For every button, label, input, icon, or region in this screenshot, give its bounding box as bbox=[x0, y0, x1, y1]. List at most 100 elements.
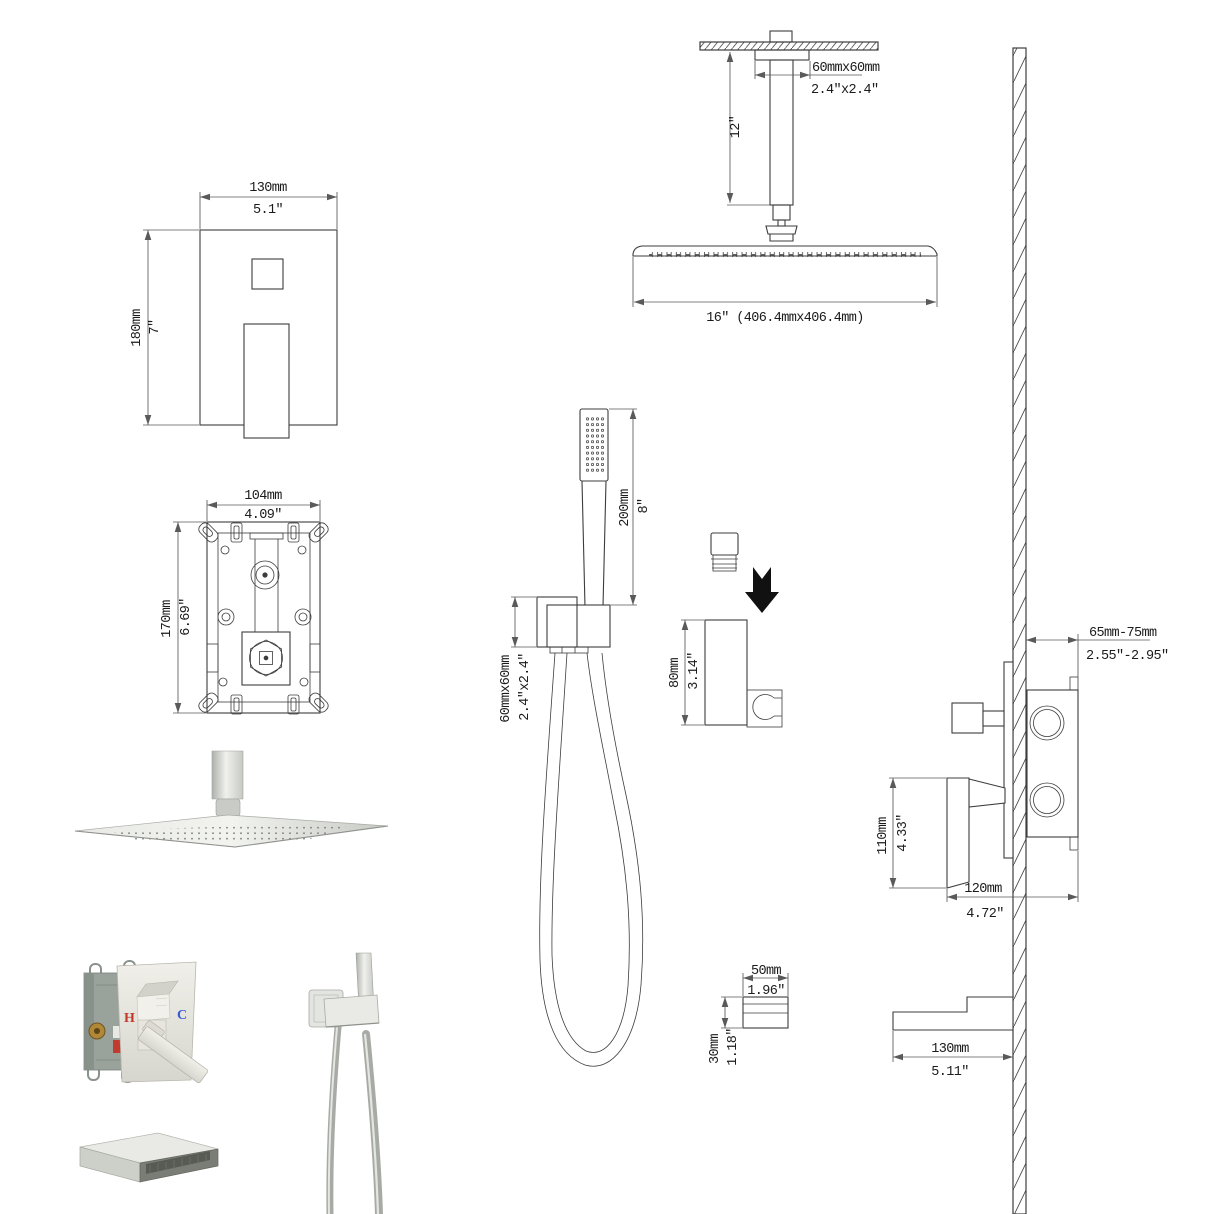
render-elbow-shade bbox=[325, 1022, 380, 1028]
ceiling-shower-head-view: 60mmx60mm 2.4″x2.4″ 12″ 16″ (406.4mmx406… bbox=[632, 30, 938, 326]
dim-roughin-height bbox=[173, 521, 206, 714]
cold-label: C bbox=[177, 1008, 187, 1023]
side-ports bbox=[206, 643, 321, 673]
spout-height-mm-label: 30mm bbox=[708, 1034, 723, 1065]
hose-loop bbox=[539, 652, 644, 1067]
button-side bbox=[951, 702, 984, 734]
top-channel bbox=[249, 532, 284, 632]
dim-handshower-length bbox=[609, 408, 637, 606]
flange-in-label: 2.4″x2.4″ bbox=[811, 83, 879, 98]
spout-channel-ridges bbox=[149, 1154, 207, 1173]
trim-height-mm-label: 180mm bbox=[130, 309, 145, 347]
roughin-width-in-label: 4.09″ bbox=[244, 508, 282, 523]
spout-front-view: 50mm 1.96″ 30mm 1.18″ bbox=[708, 964, 789, 1066]
render-arm-nut bbox=[215, 798, 241, 817]
spout-height-in-label: 1.18″ bbox=[726, 1028, 741, 1066]
corner-hooks bbox=[198, 522, 329, 713]
spout-side-view: 130mm 5.11″ bbox=[892, 996, 1014, 1080]
trim-plate-side bbox=[1003, 661, 1014, 859]
spout-front-lines bbox=[743, 1003, 788, 1014]
handshower-length-mm-label: 200mm bbox=[618, 489, 633, 527]
render-head-edge bbox=[74, 825, 389, 848]
holder-height-mm-label: 80mm bbox=[668, 658, 683, 689]
lever-handle bbox=[243, 323, 290, 439]
render-elbow bbox=[323, 994, 380, 1028]
shower-arm bbox=[769, 59, 794, 206]
roughin-height-in-label: 6.69″ bbox=[179, 598, 194, 636]
diverter-button bbox=[251, 258, 284, 290]
hose-connectors bbox=[549, 646, 589, 654]
box-label-white bbox=[113, 1026, 122, 1038]
hose-connector-part bbox=[710, 532, 739, 572]
lever-arm-side bbox=[968, 778, 1006, 808]
spout-width-mm-label: 50mm bbox=[751, 964, 782, 979]
assembly-arrow-icon bbox=[745, 567, 779, 613]
handshower-handle bbox=[581, 480, 607, 608]
render-hose-strand-left-hl bbox=[327, 1026, 338, 1214]
wall-section bbox=[1012, 47, 1027, 1214]
roughin-height-mm-label: 170mm bbox=[160, 600, 175, 638]
render-arm bbox=[211, 750, 244, 800]
head-size-label: 16″ (406.4mmx406.4mm) bbox=[706, 311, 864, 326]
dim-holder-height bbox=[681, 619, 704, 726]
spout-channel-floor bbox=[146, 1151, 210, 1174]
dim-flange bbox=[754, 61, 862, 79]
rough-in-valve-view: 104mm 4.09″ 170mm 6.69″ bbox=[160, 489, 329, 715]
valve-box-outer bbox=[206, 521, 321, 714]
dim-head-size bbox=[632, 257, 938, 307]
handshower-spray-face bbox=[584, 416, 604, 472]
box-label-red bbox=[113, 1040, 122, 1053]
handle-mm-label: 110mm bbox=[876, 817, 891, 855]
spout-length-mm-label: 130mm bbox=[931, 1042, 969, 1057]
valve-trim-render: H C bbox=[83, 960, 209, 1084]
spout-width-in-label: 1.96″ bbox=[747, 984, 785, 999]
ceiling-shower-render bbox=[74, 750, 389, 848]
flange-mm-label: 60mmx60mm bbox=[812, 61, 880, 76]
arm-nut bbox=[765, 225, 798, 242]
supply-stub bbox=[769, 30, 793, 43]
dim-spout-height bbox=[721, 996, 742, 1029]
outlet-in-label: 2.4″x2.4″ bbox=[518, 653, 533, 721]
dim-valve-width bbox=[946, 851, 1079, 902]
render-hose-strand-right-hl bbox=[363, 1033, 380, 1214]
holder-height-in-label: 3.14″ bbox=[687, 652, 702, 690]
wall-depth-mm-label: 65mm-75mm bbox=[1089, 626, 1157, 641]
ceiling-section bbox=[699, 41, 879, 51]
head-plate bbox=[632, 245, 938, 257]
valve-width-in-label: 4.72″ bbox=[966, 907, 1004, 922]
trim-height-in-label: 7″ bbox=[148, 319, 163, 334]
hot-label: H bbox=[124, 1011, 135, 1026]
trim-width-in-label: 5.1″ bbox=[253, 203, 283, 218]
render-diverter-button bbox=[136, 980, 179, 1022]
render-lever bbox=[138, 1020, 209, 1084]
dim-trim-width bbox=[199, 192, 338, 229]
handle-in-label: 4.33″ bbox=[896, 814, 911, 852]
valve-side-view: 65mm-75mm 2.55″-2.95″ 110mm 4.33″ 120mm … bbox=[876, 626, 1169, 922]
holder-assembly-view: 80mm 3.14″ bbox=[668, 532, 783, 728]
spout-length-in-label: 5.11″ bbox=[931, 1065, 969, 1080]
button-stem-side bbox=[982, 710, 1005, 727]
hand-shower-view: 200mm 8″ 60mmx60mm 2.4″x2.4″ bbox=[499, 408, 652, 1067]
valve-trim-front-view: 130mm 5.1″ 180mm 7″ bbox=[130, 181, 338, 439]
arm-length-label: 12″ bbox=[729, 116, 744, 139]
spout-front-body bbox=[742, 996, 789, 1029]
ceiling-flange bbox=[754, 49, 810, 61]
outlet-mm-label: 60mmx60mm bbox=[499, 655, 514, 723]
arm-stem bbox=[777, 219, 786, 227]
hand-shower-render bbox=[308, 952, 383, 1214]
cartridge-block bbox=[241, 631, 291, 686]
dim-trim-height bbox=[143, 229, 199, 426]
valve-body-side bbox=[1026, 676, 1079, 851]
holder-clamp bbox=[746, 689, 783, 728]
dim-outlet-size bbox=[511, 596, 536, 648]
valve-width-mm-label: 120mm bbox=[964, 882, 1002, 897]
spout-side-profile bbox=[892, 996, 1014, 1031]
dim-spout-length bbox=[892, 1031, 1013, 1062]
dim-spout-width bbox=[742, 973, 789, 996]
roughin-width-mm-label: 104mm bbox=[244, 489, 282, 504]
screw-holes bbox=[217, 545, 312, 687]
holder-body bbox=[704, 619, 748, 726]
tub-spout-render bbox=[79, 1132, 219, 1183]
